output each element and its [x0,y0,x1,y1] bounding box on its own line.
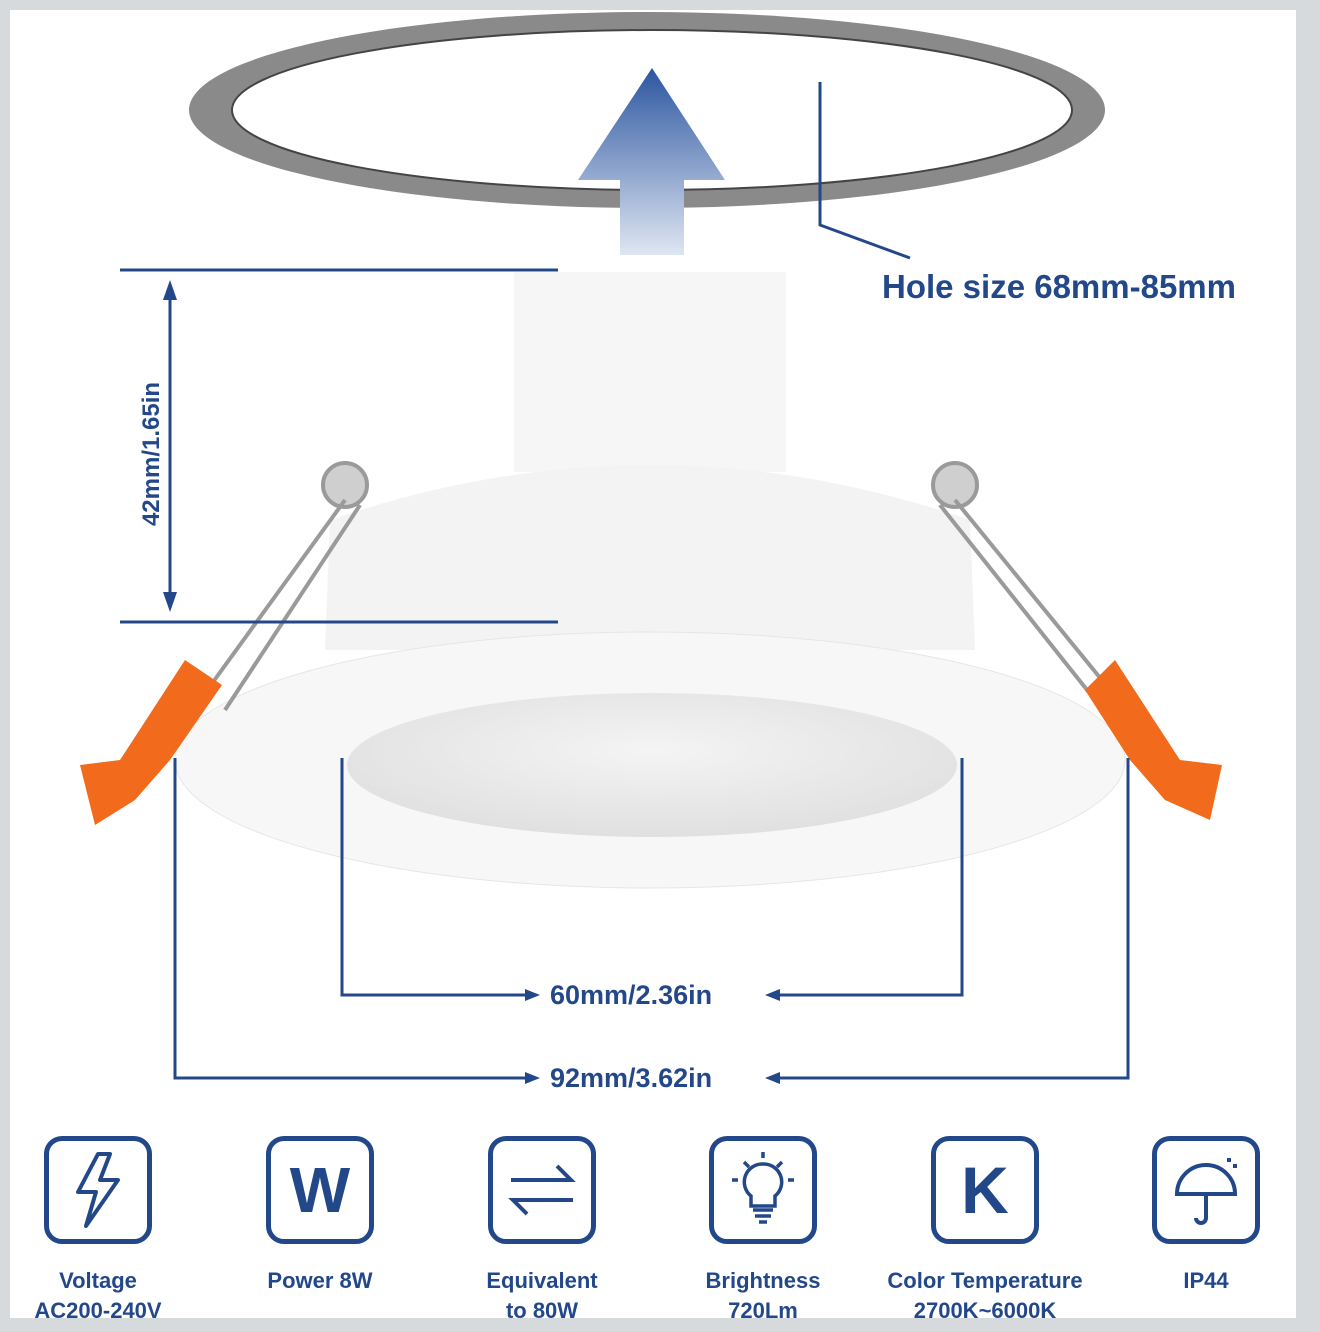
feature-power: W Power 8W [220,1136,420,1296]
feature-label: Brightness [705,1268,821,1293]
k-glyph: K [961,1153,1009,1227]
feature-label: IP44 [1183,1268,1229,1293]
downlight-body [174,272,1126,889]
feature-value: AC200-240V [34,1298,162,1323]
feature-value: 720Lm [728,1298,798,1323]
swap-arrows-icon [488,1136,596,1244]
outer-diameter-label: 92mm/3.62in [550,1063,713,1093]
feature-label: Equivalent [486,1268,598,1293]
w-glyph: W [289,1154,351,1226]
hole-size-label: Hole size 68mm-85mm [882,268,1236,305]
right-clip-tab [1085,660,1222,820]
downlight-illustration [80,12,1222,1084]
feature-value: to 80W [505,1298,579,1323]
feature-color-temperature: K Color Temperature 2700K~6000K [885,1136,1085,1326]
dimension-lines [120,268,1130,1084]
feature-label: Color Temperature [887,1268,1083,1293]
k-letter-icon: K [931,1136,1039,1244]
feature-value: 2700K~6000K [913,1298,1057,1323]
insert-arrow-icon [578,68,725,255]
feature-label: Voltage [59,1268,137,1293]
w-letter-icon: W [266,1136,374,1244]
feature-equivalent: Equivalent to 80W [442,1136,642,1326]
feature-ip-rating: IP44 [1106,1136,1306,1296]
left-clip-tab [80,660,222,825]
hole-size-leader [818,82,911,260]
lightning-icon [44,1136,152,1244]
product-diagram: Hole size 68mm-85mm 42mm/1.65in 60mm/2.3… [10,10,1296,1323]
light-bulb-icon [709,1136,817,1244]
umbrella-icon [1152,1136,1260,1244]
inner-diameter-label: 60mm/2.36in [550,980,713,1010]
feature-label: Power 8W [267,1268,373,1293]
feature-brightness: Brightness 720Lm [663,1136,863,1326]
height-label: 42mm/1.65in [138,381,165,527]
spring-clips [198,461,1112,712]
